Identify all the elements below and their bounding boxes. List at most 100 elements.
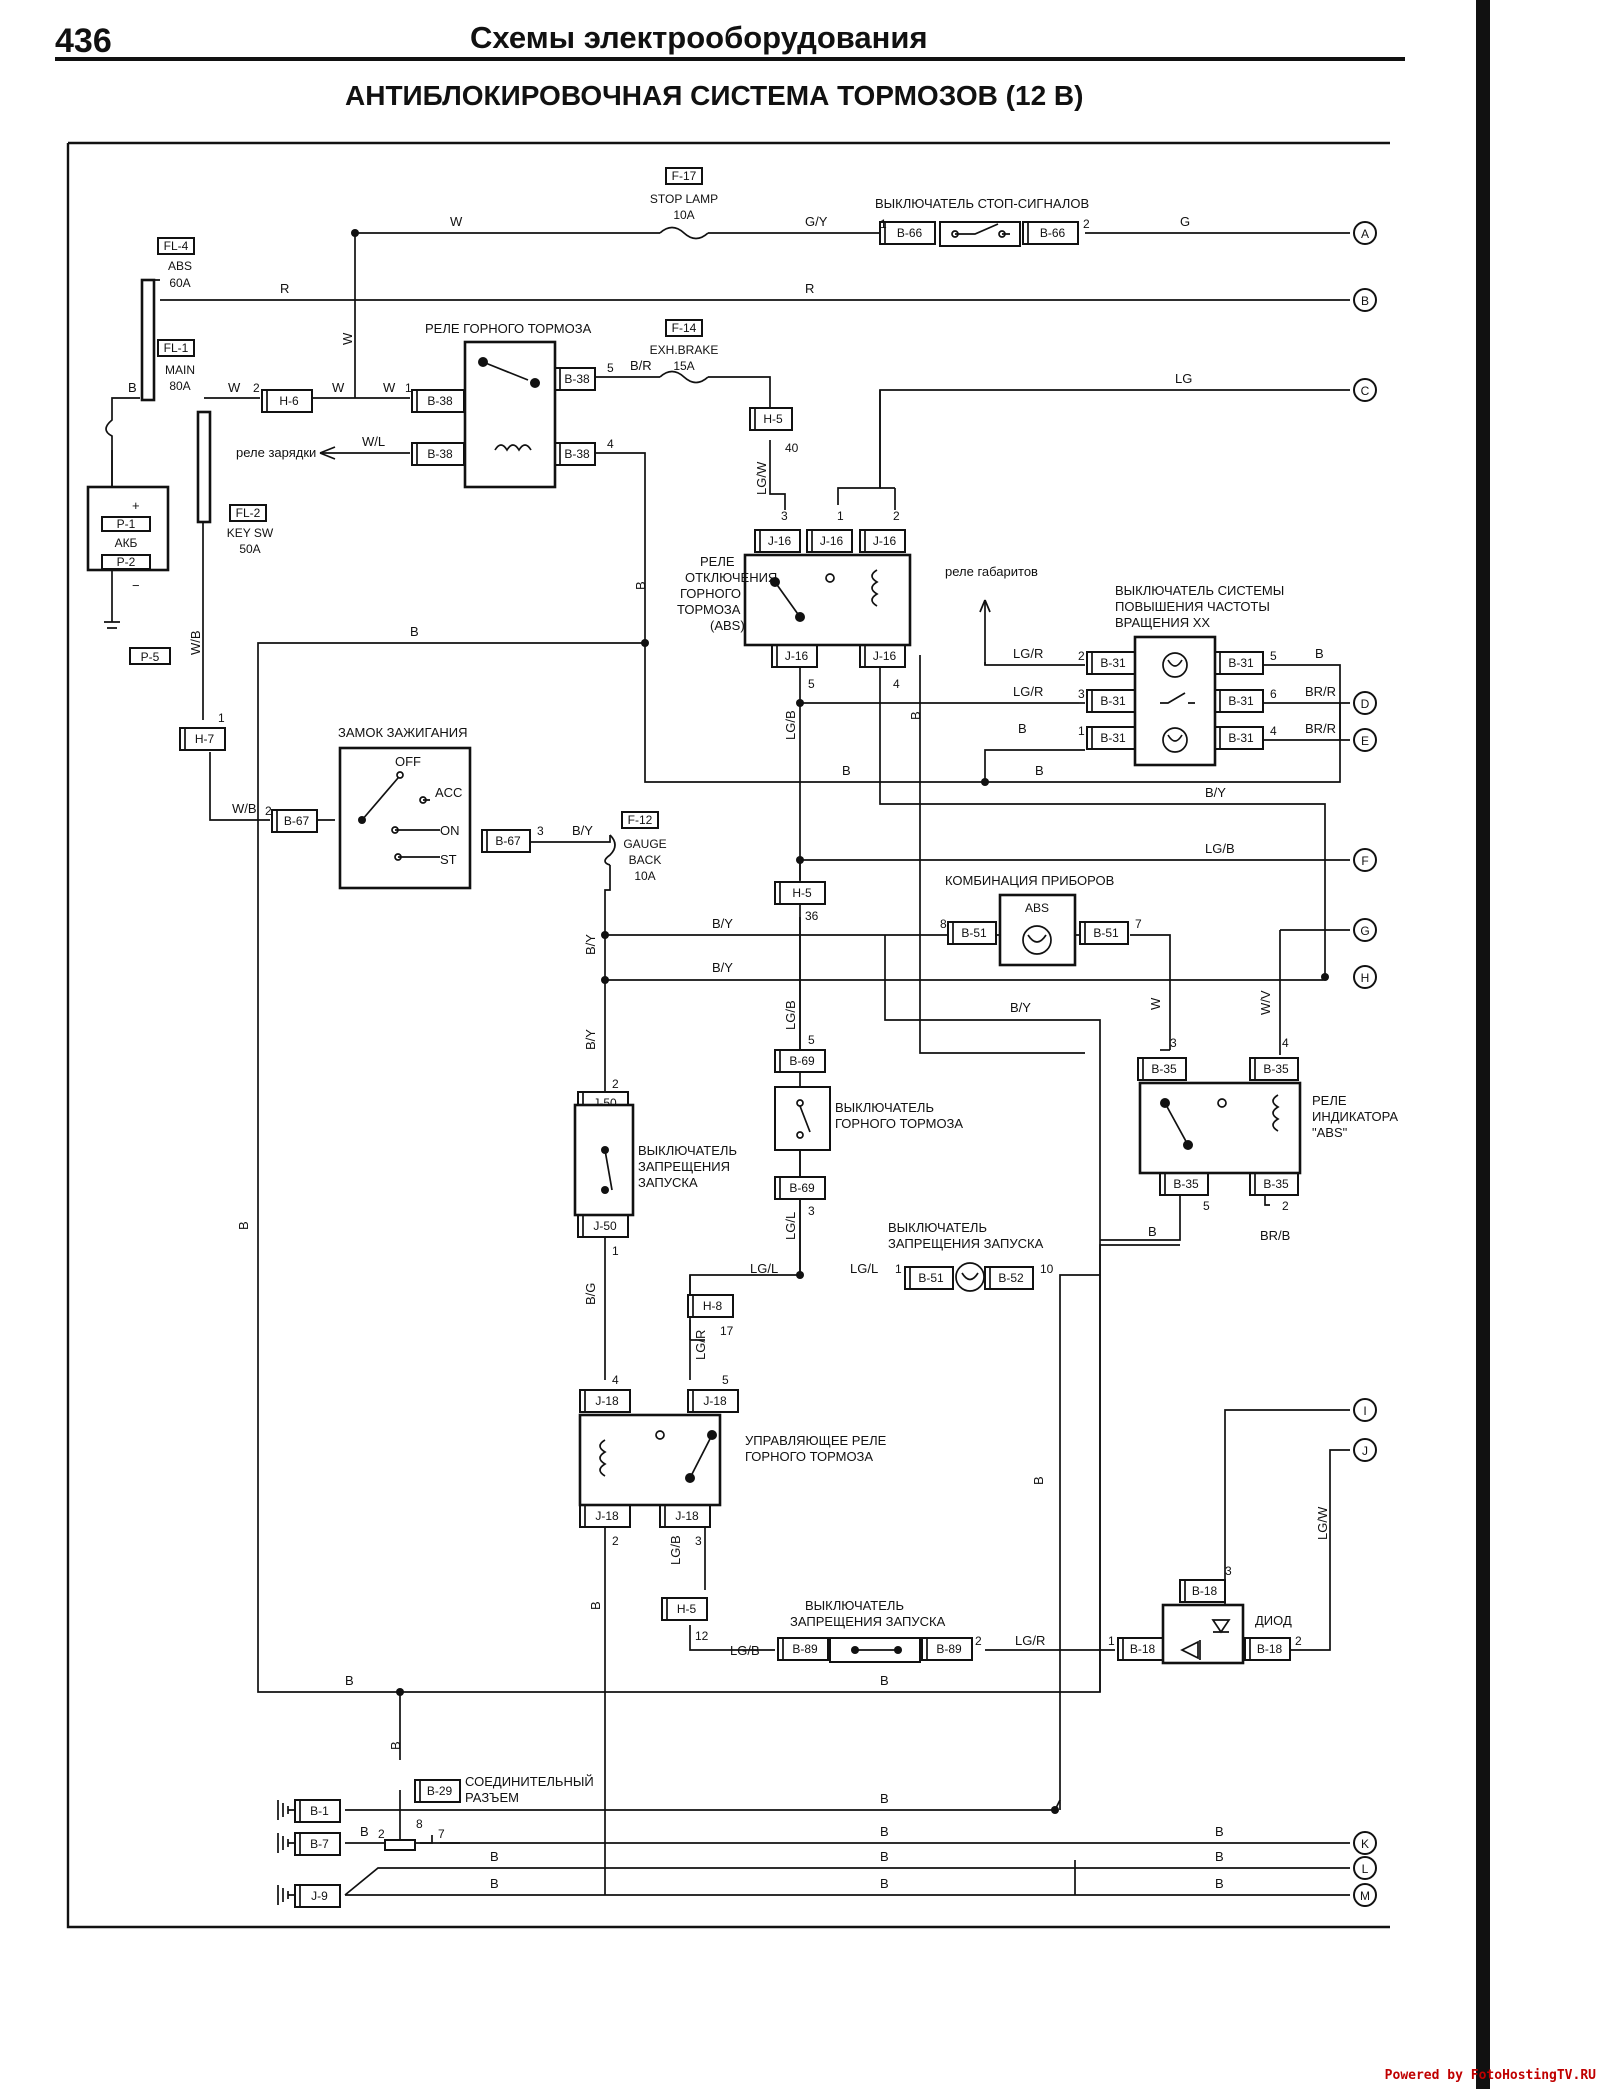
wire-color-label: B/R bbox=[630, 358, 652, 373]
connector-label: J-18 bbox=[595, 1394, 619, 1408]
connector-b-38: B-38 bbox=[411, 389, 465, 413]
wire-color-label: BR/R bbox=[1305, 721, 1336, 736]
connector-label: B-51 bbox=[918, 1271, 944, 1285]
exhaust-brake-switch: ВЫКЛЮЧАТЕЛЬ ГОРНОГО ТОРМОЗА bbox=[774, 1086, 963, 1151]
wire-color-label: B bbox=[490, 1849, 499, 1864]
connector-label: B-38 bbox=[427, 447, 453, 461]
wire-color-label: B bbox=[588, 1601, 603, 1610]
wire-color-label: B/Y bbox=[1010, 1000, 1031, 1015]
connector-label: B-35 bbox=[1173, 1177, 1199, 1191]
wire-color-label: B/Y bbox=[583, 934, 598, 955]
connector-label: H-5 bbox=[792, 886, 812, 900]
svg-text:EXH.BRAKE: EXH.BRAKE bbox=[650, 343, 719, 357]
svg-text:ВЫКЛЮЧАТЕЛЬ: ВЫКЛЮЧАТЕЛЬ bbox=[805, 1598, 904, 1613]
wire-color-label: W bbox=[228, 380, 241, 395]
connector-j-18: J-18 bbox=[659, 1504, 711, 1528]
idle-speed-switch: ВЫКЛЮЧАТЕЛЬ СИСТЕМЫ ПОВЫШЕНИЯ ЧАСТОТЫ ВР… bbox=[1115, 583, 1284, 767]
wire-color-label: G/Y bbox=[805, 214, 828, 229]
wire-color-label: B bbox=[908, 711, 923, 720]
wire-color-label: B/G bbox=[583, 1283, 598, 1305]
connector-label: B-52 bbox=[998, 1271, 1024, 1285]
svg-text:ВЫКЛЮЧАТЕЛЬ: ВЫКЛЮЧАТЕЛЬ bbox=[888, 1220, 987, 1235]
pin-number: 2 bbox=[1078, 649, 1085, 663]
pin-number: 5 bbox=[1203, 1199, 1210, 1213]
connector-label: B-69 bbox=[789, 1054, 815, 1068]
wire-color-label: B bbox=[410, 624, 419, 639]
ground-symbols bbox=[277, 1800, 295, 1905]
svg-text:ВЫКЛЮЧАТЕЛЬ: ВЫКЛЮЧАТЕЛЬ bbox=[638, 1143, 737, 1158]
wire-color-label: B bbox=[1148, 1224, 1157, 1239]
wire-color-label: B bbox=[388, 1741, 403, 1750]
svg-text:P-1: P-1 bbox=[117, 517, 136, 531]
svg-text:ВРАЩЕНИЯ ХХ: ВРАЩЕНИЯ ХХ bbox=[1115, 615, 1210, 630]
wire-color-label: B bbox=[880, 1824, 889, 1839]
connector-b-66: B-66 bbox=[1022, 221, 1079, 245]
connector-j-16: J-16 bbox=[859, 644, 906, 668]
wire-color-label: LG/B bbox=[783, 710, 798, 740]
wire-color-label: LG/B bbox=[783, 1000, 798, 1030]
connector-label: B-31 bbox=[1100, 656, 1126, 670]
connector-h-8: H-8 bbox=[687, 1294, 734, 1318]
pin-number: 1 bbox=[1108, 1634, 1115, 1648]
wire-color-label: B bbox=[880, 1849, 889, 1864]
pin-number: 1 bbox=[612, 1244, 619, 1258]
wire-color-label: B bbox=[842, 763, 851, 778]
terminal-letter: D bbox=[1361, 697, 1370, 711]
connector-b-35: B-35 bbox=[1159, 1172, 1209, 1196]
connector-j-16: J-16 bbox=[771, 644, 818, 668]
ignition-switch: ЗАМОК ЗАЖИГАНИЯ OFF ACC ON ST bbox=[338, 725, 472, 890]
terminal-d: D bbox=[1353, 691, 1377, 715]
wire-color-label: LG/R bbox=[693, 1330, 708, 1360]
connector-label: B-18 bbox=[1192, 1584, 1218, 1598]
connector-b-66: B-66 bbox=[879, 221, 936, 245]
connector-label: B-51 bbox=[1093, 926, 1119, 940]
connector-label: B-38 bbox=[564, 372, 590, 386]
connector-label: B-18 bbox=[1257, 1642, 1283, 1656]
connector-label: H-5 bbox=[763, 412, 783, 426]
battery: P-1 P-2 АКБ + − P-5 bbox=[86, 485, 171, 665]
wire-color-label: B bbox=[1215, 1824, 1224, 1839]
svg-text:реле габаритов: реле габаритов bbox=[945, 564, 1038, 579]
pin-number: 2 bbox=[1282, 1199, 1289, 1213]
pin-number: 7 bbox=[1135, 917, 1142, 931]
svg-text:ЗАПУСКА: ЗАПУСКА bbox=[638, 1175, 698, 1190]
terminal-letter: L bbox=[1362, 1862, 1369, 1876]
pin-number: 2 bbox=[612, 1077, 619, 1091]
terminal-letter: G bbox=[1360, 924, 1369, 938]
diode: ДИОД bbox=[1161, 1603, 1292, 1665]
connector-b-51: B-51 bbox=[947, 921, 997, 945]
svg-text:ОТКЛЮЧЕНИЯ: ОТКЛЮЧЕНИЯ bbox=[685, 570, 777, 585]
fuse-f12: F-12 GAUGE BACK 10A bbox=[604, 811, 667, 883]
svg-text:F-17: F-17 bbox=[672, 169, 697, 183]
start-inhibit-switch-a: ВЫКЛЮЧАТЕЛЬ ЗАПРЕЩЕНИЯ ЗАПУСКА bbox=[573, 1103, 737, 1217]
wire-color-label: B bbox=[880, 1673, 889, 1688]
pin-number: 5 bbox=[808, 677, 815, 691]
svg-text:ВЫКЛЮЧАТЕЛЬ: ВЫКЛЮЧАТЕЛЬ bbox=[835, 1100, 934, 1115]
connector-label: B-66 bbox=[1040, 226, 1066, 240]
wire-color-label: LG/L bbox=[850, 1261, 878, 1276]
wire-color-label: W bbox=[1148, 997, 1163, 1010]
pin-number: 3 bbox=[808, 1204, 815, 1218]
section-title: Схемы электрооборудования bbox=[470, 20, 928, 55]
pin-number: 5 bbox=[1270, 649, 1277, 663]
svg-text:ABS: ABS bbox=[168, 259, 192, 273]
connector-b-7: B-7 bbox=[294, 1832, 341, 1856]
connector-h-5: H-5 bbox=[661, 1597, 708, 1621]
connector-label: H-5 bbox=[677, 1602, 697, 1616]
pin-number: 5 bbox=[808, 1033, 815, 1047]
pin-number: 2 bbox=[1295, 1634, 1302, 1648]
connector-label: J-18 bbox=[595, 1509, 619, 1523]
wire-color-label: B bbox=[236, 1221, 251, 1230]
svg-text:+: + bbox=[132, 498, 140, 513]
connector-label: B-89 bbox=[792, 1642, 818, 1656]
terminal-h: H bbox=[1353, 965, 1377, 989]
wire-color-label: LG/B bbox=[730, 1643, 760, 1658]
svg-text:ON: ON bbox=[440, 823, 460, 838]
svg-text:ДИОД: ДИОД bbox=[1255, 1613, 1292, 1628]
svg-text:P-2: P-2 bbox=[117, 555, 136, 569]
connector-label: B-29 bbox=[427, 1784, 453, 1798]
svg-text:ACC: ACC bbox=[435, 785, 462, 800]
